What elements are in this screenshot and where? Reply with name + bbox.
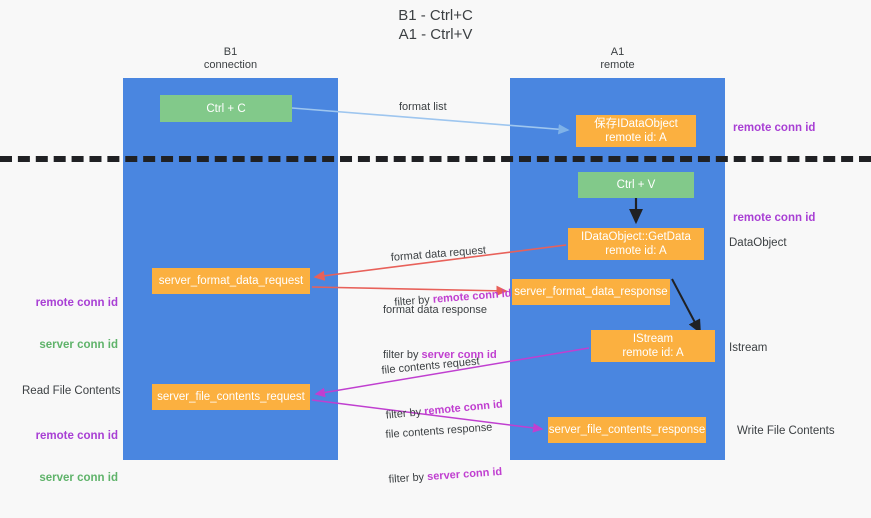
node-idataobject-getdata[interactable]: IDataObject::GetData remote id: A [568, 228, 704, 260]
label-dataobject: DataObject [729, 237, 787, 249]
edge-label-format-data-response: format data response filter by server co… [383, 273, 497, 393]
edge-label-file-contents-response-line1: file contents response [385, 421, 493, 441]
edge-label-file-contents-response-line2: filter by server conn id [388, 465, 502, 488]
label-write-file-contents: Write File Contents [737, 425, 835, 437]
node-server-format-data-request[interactable]: server_format_data_request [152, 268, 310, 294]
filter-key: server conn id [426, 465, 503, 484]
label-istream: Istream [729, 342, 768, 354]
diagram-canvas: B1 - Ctrl+C A1 - Ctrl+V B1 connection A1… [0, 7, 871, 486]
label-left-conn-ids-top: remote conn id server conn id [22, 268, 118, 380]
label-remote-conn-id-left-b: remote conn id [35, 430, 118, 442]
label-read-file-contents: Read File Contents [22, 385, 121, 397]
edge-label-format-data-response-line2: filter by server conn id [383, 348, 497, 363]
edge-label-format-data-response-line1: format data response [383, 304, 487, 316]
phase-divider [0, 156, 871, 162]
node-idataobject[interactable]: 保存IDataObject remote id: A [576, 115, 696, 147]
filter-prefix: filter by [383, 349, 422, 361]
edge-label-file-contents-response: file contents response filter by server … [383, 390, 505, 518]
node-server-file-contents-response[interactable]: server_file_contents_response [548, 417, 706, 443]
filter-key: server conn id [421, 349, 497, 361]
label-server-conn-id-left-b: server conn id [39, 472, 118, 484]
label-remote-conn-id-mid: remote conn id [733, 212, 816, 224]
edge-label-format-data-request-line1: format data request [390, 244, 487, 264]
node-ctrl-v[interactable]: Ctrl + V [578, 172, 694, 198]
node-ctrl-c[interactable]: Ctrl + C [160, 95, 292, 122]
lane-header-b1: B1 connection [203, 46, 258, 71]
label-remote-conn-id-left-a: remote conn id [35, 297, 118, 309]
node-server-file-contents-request[interactable]: server_file_contents_request [152, 384, 310, 410]
lane-header-a1: A1 remote [600, 46, 635, 71]
edge-label-format-list: format list [399, 101, 447, 113]
edge-label-file-contents-request-line1: file contents request [380, 355, 481, 377]
label-left-conn-ids-bottom: remote conn id server conn id [22, 401, 118, 513]
filter-prefix: filter by [388, 471, 428, 486]
node-istream[interactable]: IStream remote id: A [591, 330, 715, 362]
node-server-format-data-response[interactable]: server_format_data_response [512, 279, 670, 305]
page-title: B1 - Ctrl+C A1 - Ctrl+V [398, 7, 473, 43]
label-server-conn-id-left-a: server conn id [39, 339, 118, 351]
label-remote-conn-id-top: remote conn id [733, 122, 816, 134]
